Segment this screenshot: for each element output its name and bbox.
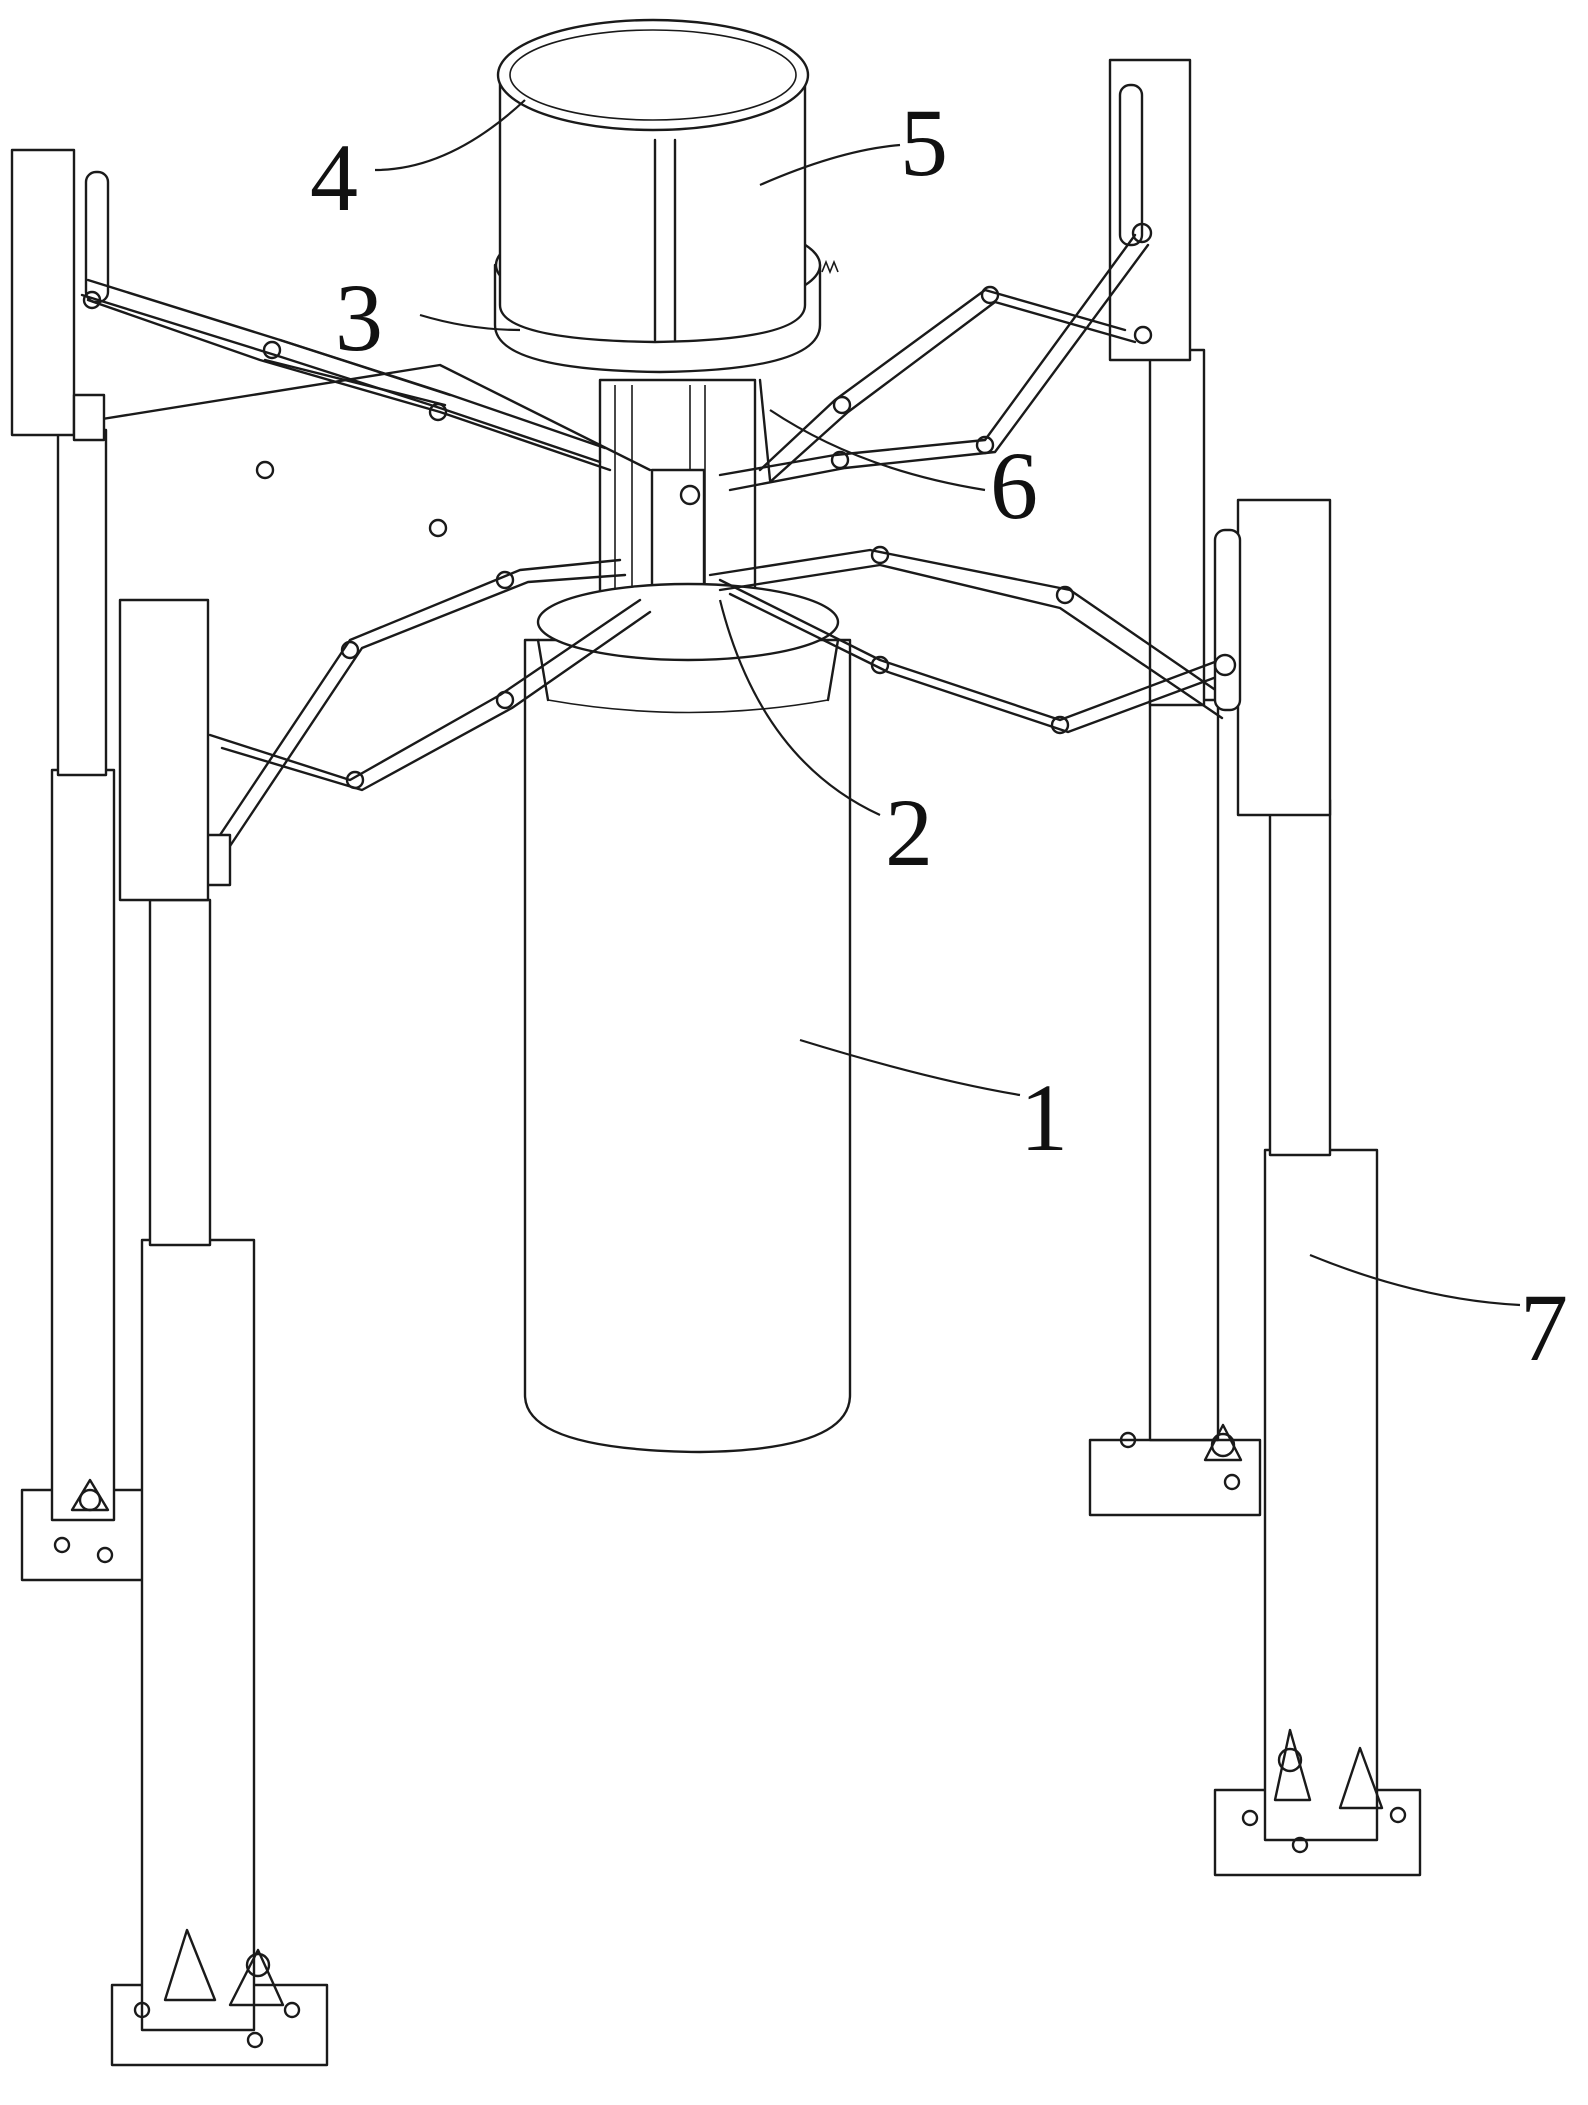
- callout-7: 7: [1520, 1274, 1568, 1381]
- main-cylinder: [525, 584, 850, 1452]
- front-left-post: [112, 600, 327, 2065]
- callout-5: 5: [900, 89, 948, 196]
- callout-6: 6: [990, 432, 1038, 539]
- callout-1: 1: [1020, 1064, 1068, 1171]
- back-right-post: [1090, 60, 1260, 1515]
- callout-2: 2: [885, 779, 933, 886]
- top-drum: [495, 20, 838, 372]
- callout-3: 3: [335, 264, 383, 371]
- callout-4: 4: [310, 124, 358, 231]
- front-right-post: [1215, 500, 1420, 1875]
